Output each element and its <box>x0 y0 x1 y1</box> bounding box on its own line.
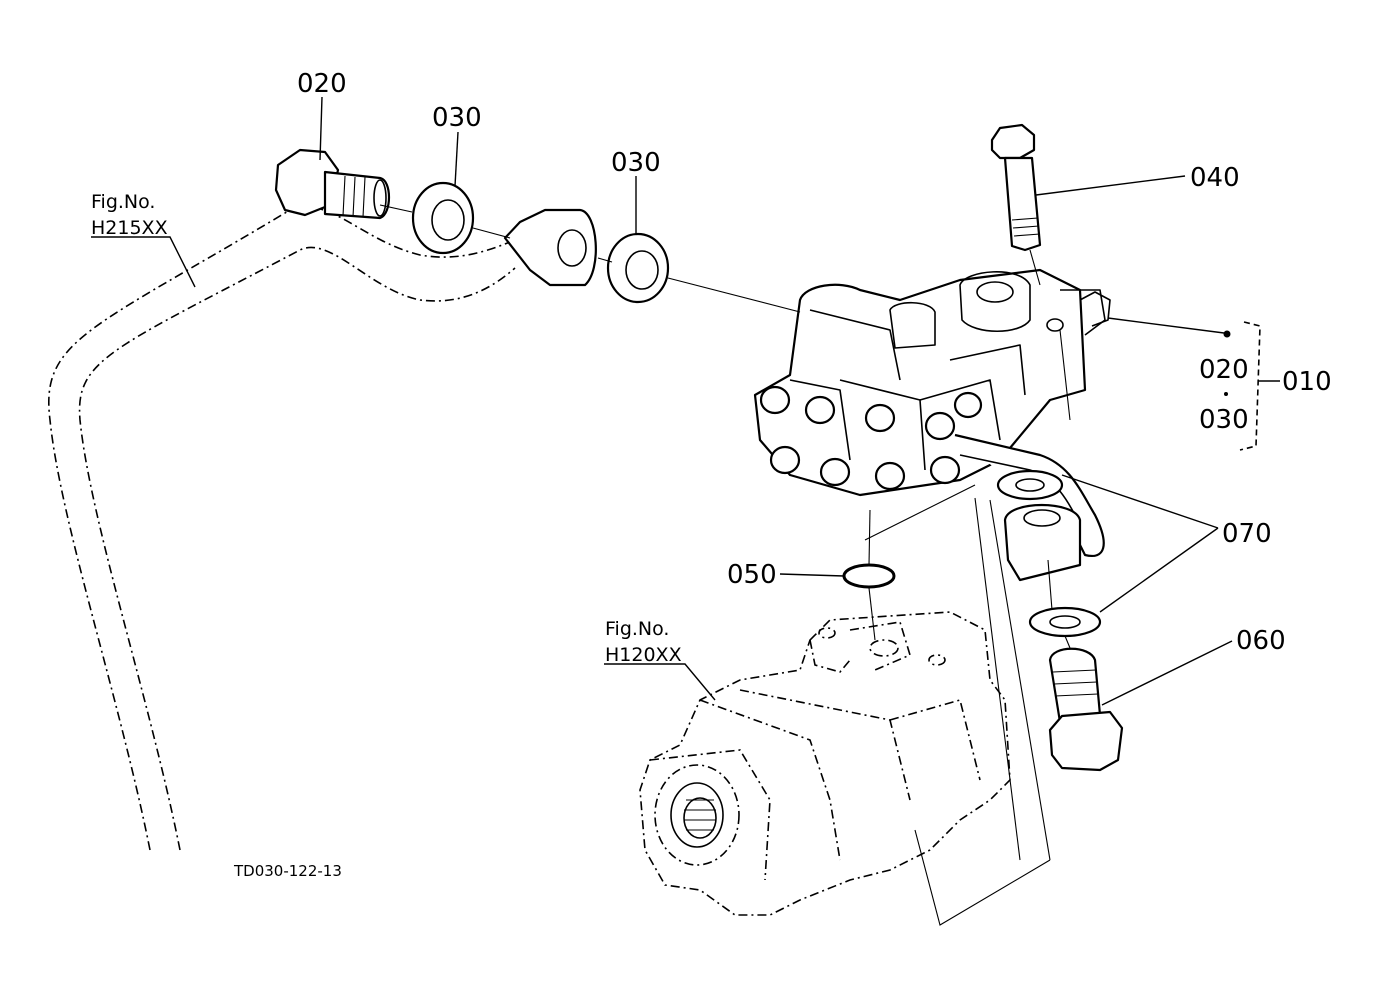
washers-070 <box>996 469 1102 638</box>
callout-050-o-ring: 050 <box>727 560 777 590</box>
kit-dot <box>1224 392 1228 396</box>
banjo-bolt-020 <box>274 148 391 220</box>
figref-1-label: Fig.No. <box>91 191 155 213</box>
drawing-code: TD030-122-13 <box>233 862 342 880</box>
figref-2-code: H120XX <box>605 644 682 666</box>
banjo-fitting <box>503 208 597 287</box>
callout-070-washers: 070 <box>1222 519 1272 549</box>
pipe-h215xx-phantom <box>48 206 516 851</box>
pump-h120xx-phantom <box>639 611 1011 916</box>
callout-040-bolt: 040 <box>1190 163 1240 193</box>
figref-2-label: Fig.No. <box>605 618 669 640</box>
callout-020-bolt: 020 <box>297 69 347 99</box>
washer-030-b <box>606 232 670 304</box>
callout-060-bolt: 060 <box>1236 626 1286 656</box>
callout-030-washer-a: 030 <box>432 103 482 133</box>
o-ring-050 <box>842 563 896 589</box>
banjo-bolt-060 <box>1048 647 1124 772</box>
leader-lines <box>91 96 1280 706</box>
figref-1-code: H215XX <box>91 217 168 239</box>
callout-030-washer-b: 030 <box>611 148 661 178</box>
callout-030-kit: 030 <box>1199 405 1249 435</box>
callout-020-kit: 020 <box>1199 355 1249 385</box>
assembly-axis-lines <box>379 204 1071 926</box>
kit-bullet <box>1223 330 1231 338</box>
bolt-040 <box>990 123 1042 252</box>
callout-010-assembly: 010 <box>1282 367 1332 397</box>
washer-030-a <box>411 181 475 255</box>
